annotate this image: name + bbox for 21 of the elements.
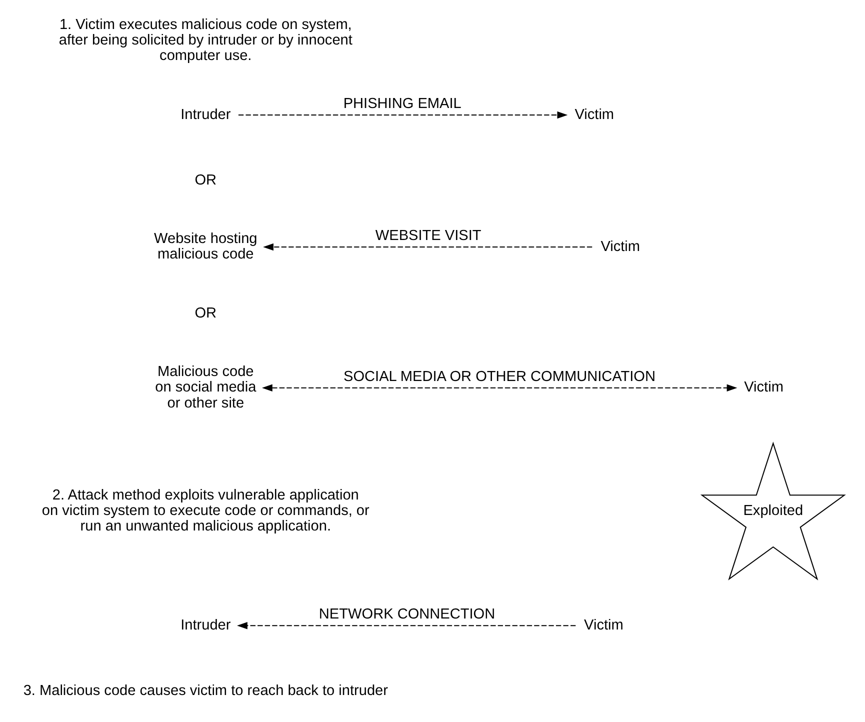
- label: OR: [194, 172, 217, 188]
- edge-label: NETWORK CONNECTION: [318, 606, 496, 622]
- node-text: Victim: [744, 379, 784, 396]
- node-text: Malicious code on social media or other site: [155, 364, 256, 411]
- node-text: Victim: [600, 238, 640, 254]
- node-text: Website hosting malicious code: [154, 230, 258, 262]
- arrow: [262, 384, 738, 391]
- label: 1. Victim executes malicious code on system, after being solicited by intruder or by innocent computer use.: [58, 16, 352, 64]
- arrow: [263, 242, 592, 250]
- node-text: Intruder: [180, 106, 231, 122]
- edge-label: WEBSITE VISIT: [375, 227, 482, 244]
- node-text: Victim: [584, 617, 624, 633]
- edge-label: SOCIAL MEDIA OR OTHER COMMUNICATION: [344, 368, 656, 384]
- label: OR: [194, 304, 217, 321]
- edge-label: PHISHING EMAIL: [343, 95, 462, 112]
- label: 3. Malicious code causes victim to reach back to intruder: [23, 682, 388, 698]
- node-text: Victim: [574, 106, 614, 122]
- arrow: [238, 110, 568, 118]
- node-text: Intruder: [180, 617, 231, 633]
- label: 2. Attack method exploits vulnerable application on victim system to execute code or commands, or run an unwanted malicious application.: [42, 486, 370, 534]
- arrow: [237, 622, 576, 629]
